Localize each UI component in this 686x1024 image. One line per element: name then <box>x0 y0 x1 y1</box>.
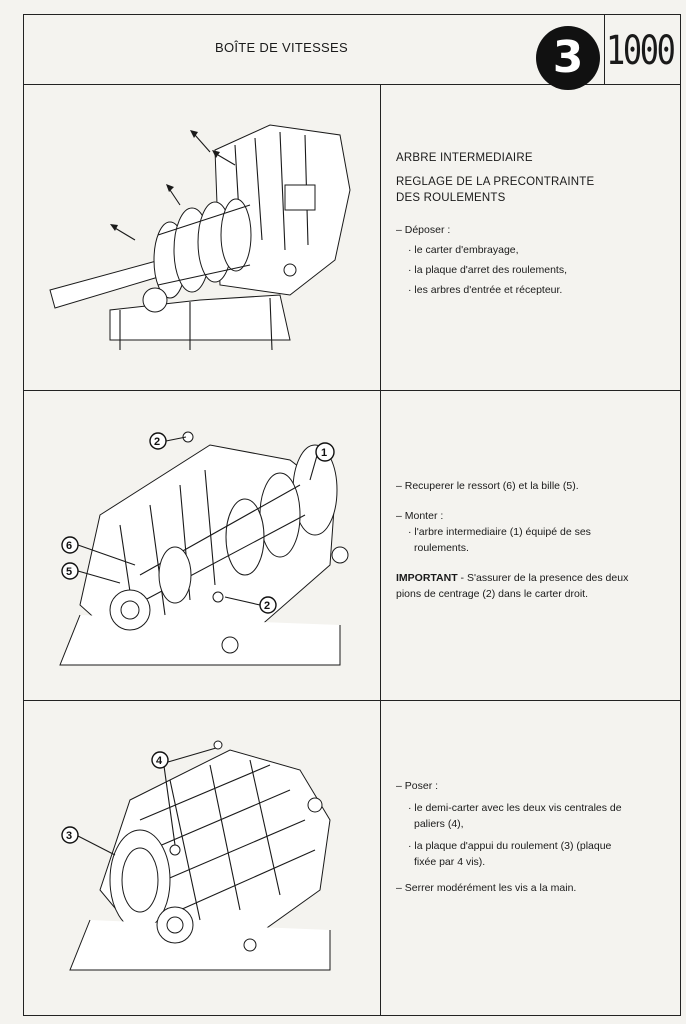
section3-item2a: · la plaque d'appui du roulement (3) (pl… <box>408 840 612 852</box>
gearbox-illustration-1 <box>49 124 351 351</box>
section1-item: · la plaque d'arret des roulements, <box>408 264 568 276</box>
section3-item1a: · le demi-carter avec les deux vis centr… <box>408 802 622 814</box>
section3-step1: – Poser : <box>396 780 439 792</box>
page-title: BOÎTE DE VITESSES <box>215 40 348 55</box>
callout-2-top: 2 <box>154 436 160 448</box>
important-text-a: - S'assurer de la presence des deux <box>457 572 629 584</box>
section2-step1: – Recuperer le ressort (6) et la bille (… <box>396 480 579 492</box>
section2-step2: – Monter : <box>396 510 444 522</box>
row-divider-2 <box>23 700 681 701</box>
section2-important: IMPORTANT - S'assurer de la presence des… <box>396 570 646 586</box>
section2-item1b: roulements. <box>414 542 469 554</box>
section1-item: · les arbres d'entrée et récepteur. <box>408 284 563 296</box>
callout-4: 4 <box>156 755 163 767</box>
callout-2-bottom: 2 <box>264 600 270 612</box>
section3-text: – Poser : · le demi-carter avec les deux… <box>396 778 646 896</box>
header-divider <box>23 84 681 85</box>
important-text-b: pions de centrage (2) dans le carter dro… <box>396 588 589 600</box>
page-frame <box>23 14 681 1016</box>
figure-half-casing: 4 3 <box>40 740 370 980</box>
callout-1: 1 <box>321 447 327 459</box>
section3-step2: – Serrer modérément les vis a la main. <box>396 882 577 894</box>
callout-6: 6 <box>66 540 72 552</box>
callout-3: 3 <box>66 830 72 842</box>
section1-subheading-a: REGLAGE DE LA PRECONTRAINTE <box>396 176 595 188</box>
gearbox-illustration-2: 2 1 6 5 2 <box>59 431 349 666</box>
callout-5: 5 <box>66 566 72 578</box>
chapter-number: 3 <box>552 32 584 83</box>
section1-heading: ARBRE INTERMEDIAIRE <box>396 152 533 164</box>
header-code-divider <box>604 14 605 84</box>
figure-shaft-removal <box>40 110 370 360</box>
section3-item1b: paliers (4), <box>414 818 464 830</box>
section3-item2b: fixée par 4 vis). <box>414 856 486 868</box>
section1-intro: – Déposer : <box>396 224 451 236</box>
section1-item: · le carter d'embrayage, <box>408 244 519 256</box>
section1-text: ARBRE INTERMEDIAIRE REGLAGE DE LA PRECON… <box>396 150 646 298</box>
chapter-badge: 3 <box>536 26 600 90</box>
row-divider-1 <box>23 390 681 391</box>
figure-intermediate-shaft: 2 1 6 5 2 <box>40 425 370 675</box>
important-label: IMPORTANT <box>396 572 458 584</box>
gearbox-illustration-3: 4 3 <box>61 740 331 971</box>
section2-text: – Recuperer le ressort (6) et la bille (… <box>396 478 646 602</box>
section1-subheading-b: DES ROULEMENTS <box>396 192 506 204</box>
model-code: 1000 <box>606 28 676 74</box>
column-divider <box>380 84 381 1016</box>
section2-item1a: · l'arbre intermediaire (1) équipé de se… <box>408 526 591 538</box>
